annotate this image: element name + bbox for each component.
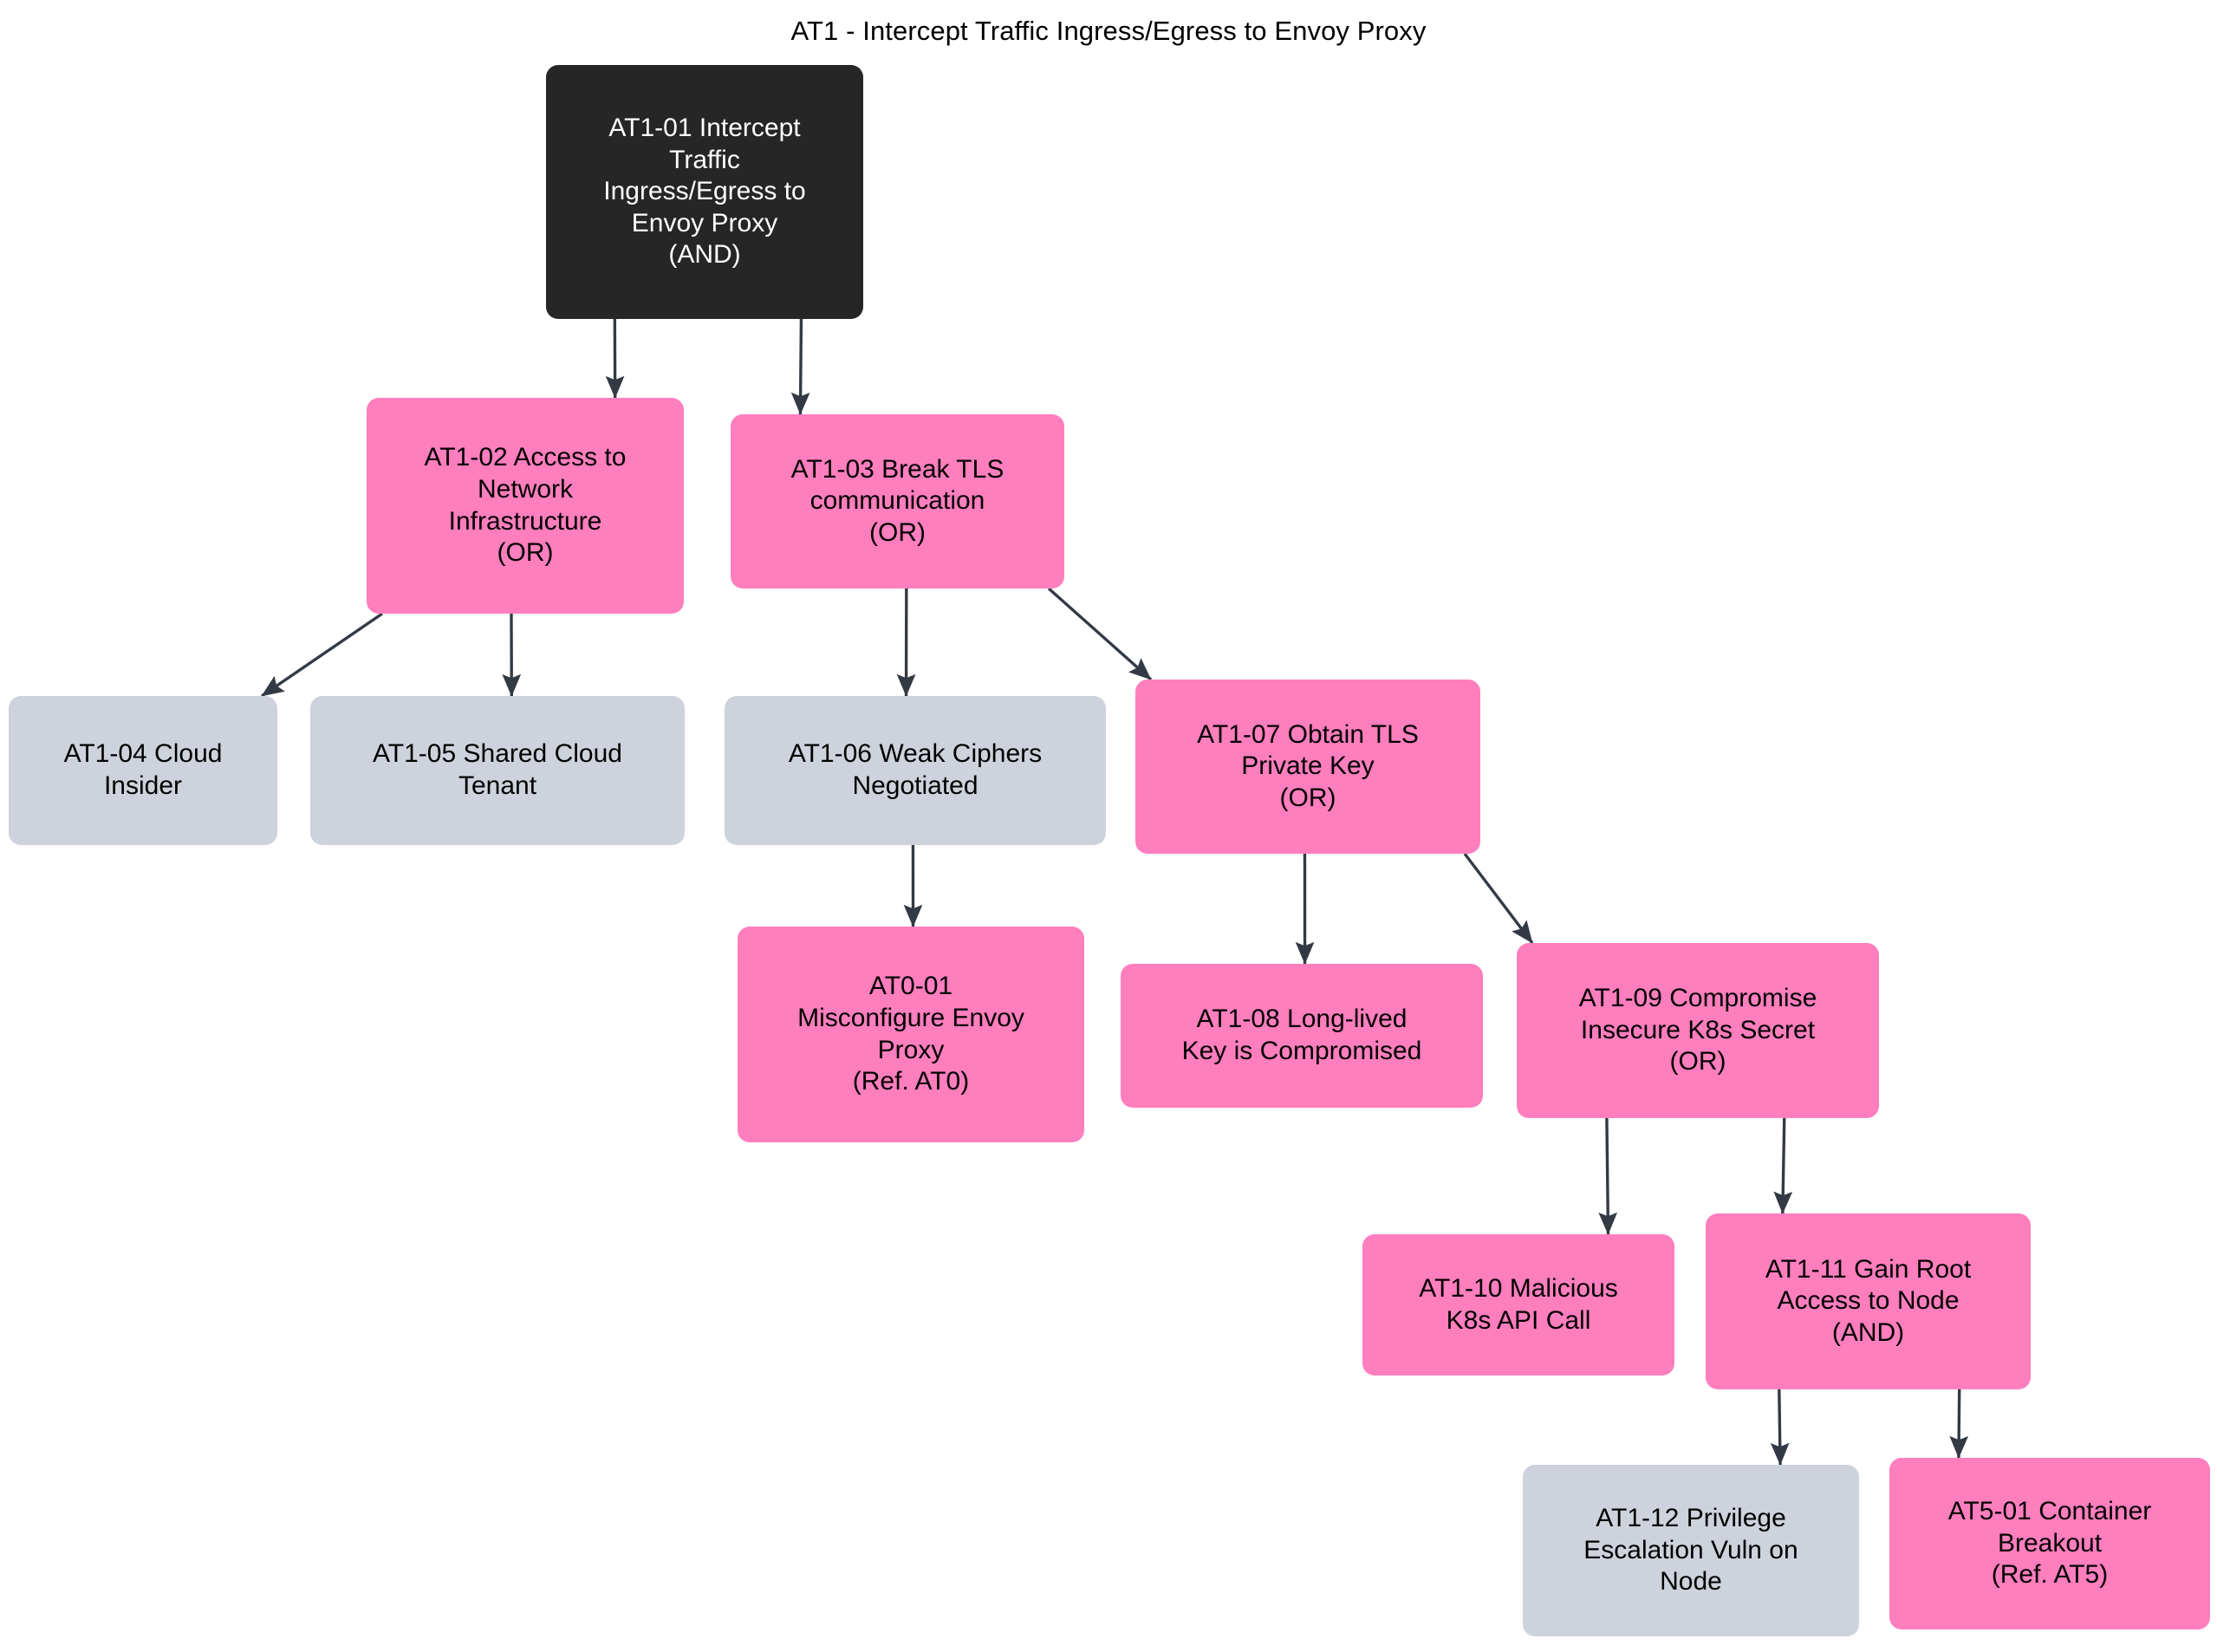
edge-at1-07-to-at1-09 — [1463, 852, 1534, 945]
edge-at1-03-to-at1-07 — [1047, 587, 1153, 681]
tree-node-at1-06[interactable]: AT1-06 Weak Ciphers Negotiated — [725, 696, 1106, 845]
tree-node-at0-01[interactable]: AT0-01 Misconfigure Envoy Proxy (Ref. AT… — [738, 927, 1084, 1142]
edge-at1-01-to-at1-03 — [790, 318, 810, 415]
tree-node-at5-01[interactable]: AT5-01 Container Breakout (Ref. AT5) — [1889, 1458, 2210, 1629]
page-title: AT1 - Intercept Traffic Ingress/Egress t… — [790, 16, 1427, 46]
edge-at1-09-to-at1-10 — [1598, 1117, 1618, 1235]
tree-node-at1-09[interactable]: AT1-09 Compromise Insecure K8s Secret (O… — [1517, 943, 1879, 1118]
tree-node-at1-12[interactable]: AT1-12 Privilege Escalation Vuln on Node — [1523, 1465, 1859, 1636]
edge-at1-09-to-at1-11 — [1773, 1117, 1793, 1214]
tree-node-at1-11[interactable]: AT1-11 Gain Root Access to Node (AND) — [1706, 1213, 2031, 1389]
edge-at1-11-to-at5-01 — [1949, 1389, 1969, 1459]
tree-node-at1-10[interactable]: AT1-10 Malicious K8s API Call — [1362, 1234, 1674, 1376]
edge-at1-02-to-at1-04 — [261, 612, 383, 698]
tree-node-at1-08[interactable]: AT1-08 Long-lived Key is Compromised — [1121, 964, 1483, 1108]
tree-node-at1-07[interactable]: AT1-07 Obtain TLS Private Key (OR) — [1135, 680, 1480, 854]
edge-at1-11-to-at1-12 — [1770, 1389, 1790, 1466]
tree-node-at1-02[interactable]: AT1-02 Access to Network Infrastructure … — [367, 398, 684, 614]
tree-node-at1-05[interactable]: AT1-05 Shared Cloud Tenant — [310, 696, 685, 845]
tree-node-at1-01[interactable]: AT1-01 Intercept Traffic Ingress/Egress … — [546, 65, 863, 319]
tree-node-at1-04[interactable]: AT1-04 Cloud Insider — [9, 696, 277, 845]
tree-node-at1-03[interactable]: AT1-03 Break TLS communication (OR) — [731, 414, 1064, 589]
